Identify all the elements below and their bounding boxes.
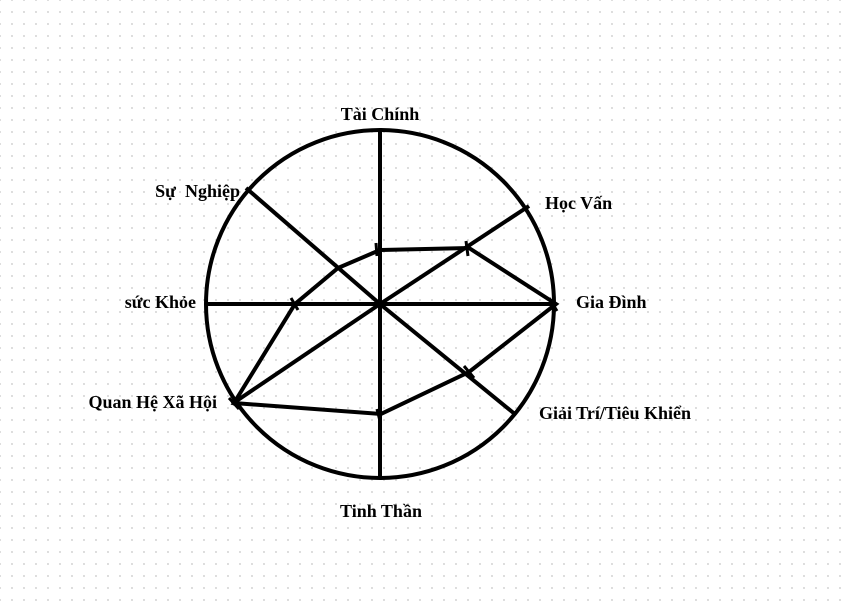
label-tai-chinh: Tài Chính: [341, 104, 420, 124]
tick-tai-chinh: [374, 242, 379, 257]
spoke-labels: Tài Chính Học Vấn Gia Đình Giải Trí/Tiêu…: [88, 104, 691, 521]
tick-hoc-van: [464, 240, 470, 257]
spoke-quan-he: [230, 302, 382, 406]
label-hoc-van: Học Vấn: [545, 193, 612, 213]
label-quan-he: Quan Hệ Xã Hội: [88, 392, 217, 412]
label-giai-tri: Giải Trí/Tiêu Khiển: [539, 403, 691, 423]
tick-suc-khoe: [289, 297, 300, 311]
tick-tinh-than: [375, 408, 382, 422]
label-gia-dinh: Gia Đình: [576, 292, 647, 312]
label-su-nghiep: Sự Nghiệp: [155, 181, 240, 201]
spoke-hoc-van: [378, 204, 531, 306]
score-polygon: [230, 245, 560, 417]
label-suc-khoe: sức Khỏe: [125, 292, 196, 312]
label-tinh-than: Tinh Thần: [340, 501, 422, 521]
tick-gia-dinh: [547, 297, 559, 312]
tick-giai-tri: [462, 365, 476, 379]
spoke-giai-tri: [378, 302, 518, 417]
spokes: [206, 131, 556, 478]
spoke-su-nghiep: [244, 186, 382, 306]
score-ticks: [227, 240, 559, 422]
tick-quan-he: [227, 396, 241, 411]
